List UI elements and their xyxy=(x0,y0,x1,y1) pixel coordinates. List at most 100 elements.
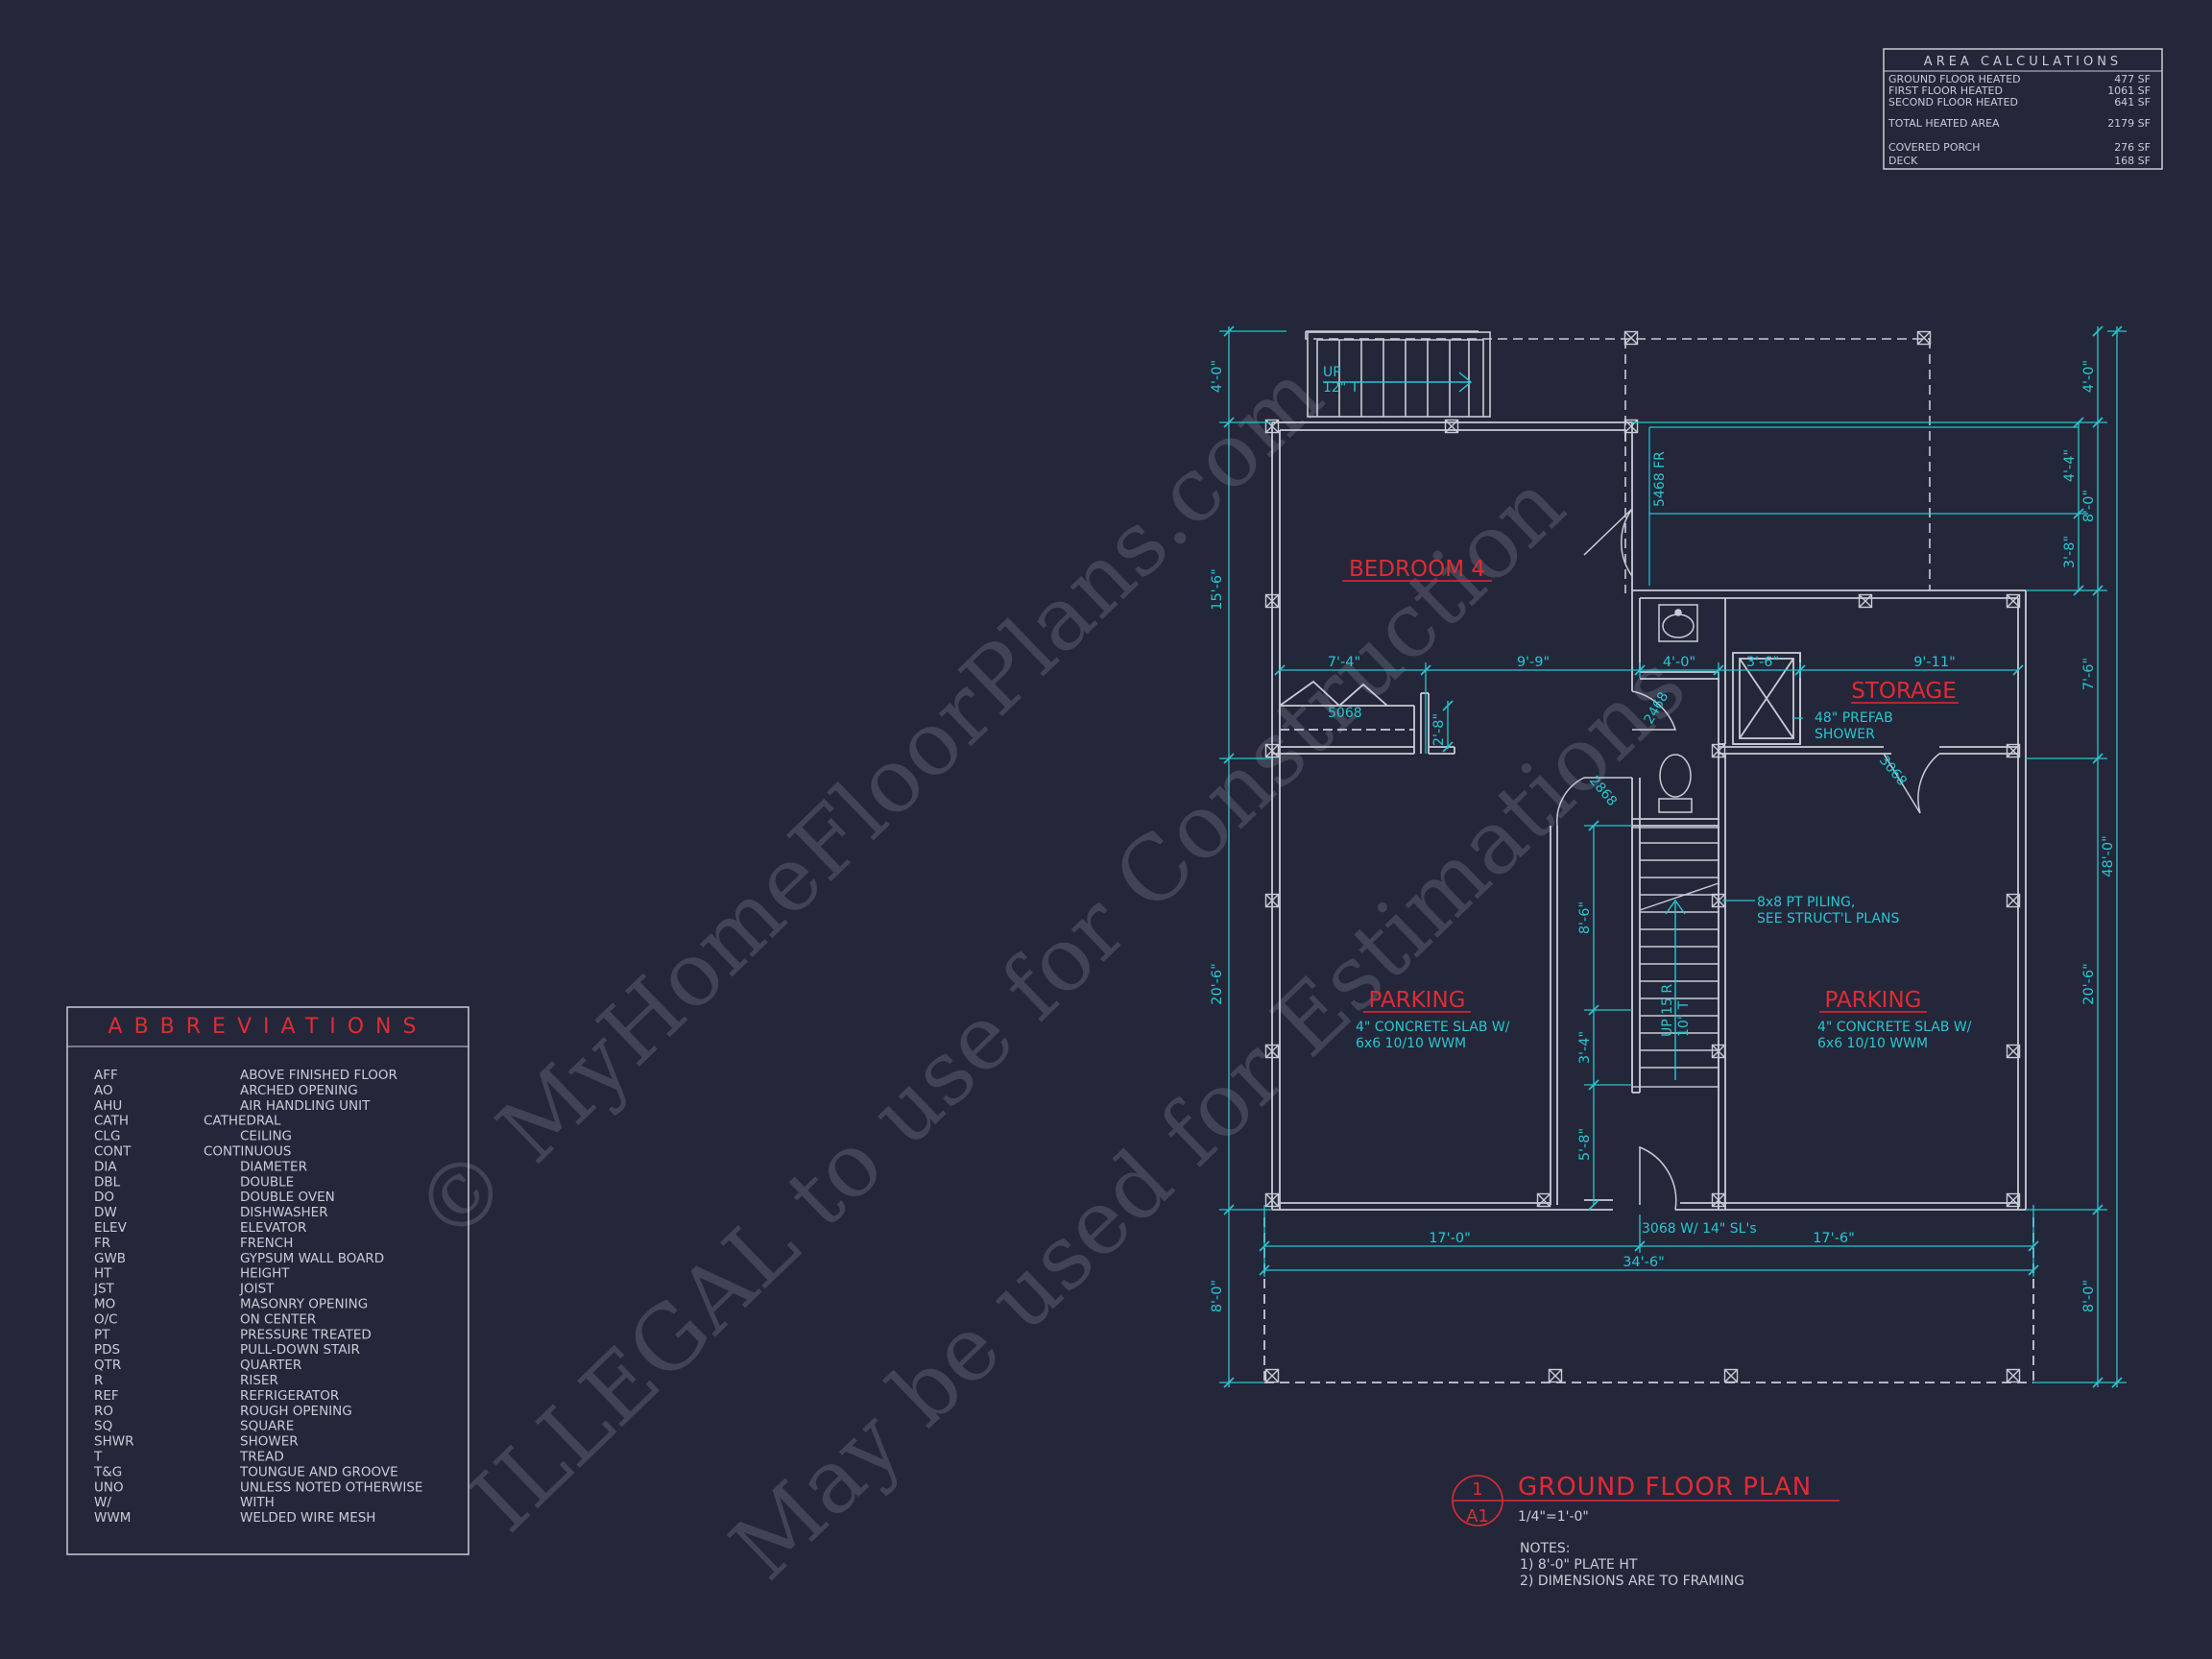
slab-note-left-1: 4" CONCRETE SLAB W/ xyxy=(1356,1020,1510,1035)
piling-marker xyxy=(1916,330,1932,346)
area-row-value: 2179 SF xyxy=(2107,117,2151,130)
plumbing-fixtures xyxy=(1658,604,1698,813)
abbreviation-meaning: QUARTER xyxy=(240,1358,301,1373)
piling-marker xyxy=(1711,1044,1726,1059)
dimension-tick xyxy=(1442,741,1454,753)
abbreviation-code: AHU xyxy=(94,1098,122,1114)
dimension-tick xyxy=(2092,1204,2104,1215)
watermark: © MyHomeFloorPlans.com ILLEGAL to use fo… xyxy=(395,343,1705,1599)
slab-note-left-2: 6x6 10/10 WWM xyxy=(1356,1036,1466,1051)
piling-marker xyxy=(1723,1368,1739,1383)
area-calc-title: AREA CALCULATIONS xyxy=(1924,55,2122,69)
area-row-value: 1061 SF xyxy=(2107,84,2151,97)
room-labels: BEDROOM 4 STORAGE PARKING PARKING xyxy=(1349,557,1957,1013)
shower-note-1: 48" PREFAB xyxy=(1815,710,1893,726)
dim-v-3-4: 3'-4" xyxy=(1577,1031,1593,1064)
abbreviation-code: REF xyxy=(94,1388,119,1404)
dimension-tick xyxy=(2073,585,2084,596)
center-stair xyxy=(1631,827,1719,1088)
abbreviation-meaning: REFRIGERATOR xyxy=(240,1388,339,1404)
piling-marker xyxy=(2006,1044,2021,1059)
dim-left-20-6: 20'-6" xyxy=(1210,963,1225,1005)
dimension-tick xyxy=(2012,664,2024,676)
abbreviation-code: PT xyxy=(94,1327,110,1342)
dimension-tick xyxy=(1223,1204,1235,1215)
dimension-labels: 4'-0" 15'-6" 20'-6" 8'-0" 4'-0" 8'-0" 7'… xyxy=(1210,360,2116,1312)
dimension-lines xyxy=(1219,326,2127,1387)
abbreviation-meaning: JOIST xyxy=(239,1282,275,1297)
abbreviation-code: DO xyxy=(94,1190,114,1205)
abbreviation-code: R xyxy=(94,1373,103,1388)
dimension-tick xyxy=(2028,1264,2039,1276)
drawing-title: GROUND FLOOR PLAN xyxy=(1518,1473,1812,1502)
piling-note-1: 8x8 PT PILING, xyxy=(1757,895,1855,910)
dimension-tick xyxy=(1588,1004,1599,1016)
dim-left-15-6: 15'-6" xyxy=(1210,568,1225,611)
piling-marker xyxy=(2006,893,2021,908)
abbreviation-meaning: TOUNGUE AND GROOVE xyxy=(239,1464,398,1479)
dim-b-34-6: 34'-6" xyxy=(1623,1255,1665,1270)
abbreviation-meaning: PULL-DOWN STAIR xyxy=(240,1342,360,1358)
center-stair-tread-label: 10" T xyxy=(1676,1000,1692,1037)
area-row-value: 477 SF xyxy=(2114,73,2151,85)
room-label-parking-left: PARKING xyxy=(1368,988,1465,1013)
piling-marker xyxy=(1264,1192,1280,1208)
area-row-label: COVERED PORCH xyxy=(1888,141,1981,154)
area-row-label: DECK xyxy=(1888,155,1918,167)
abbreviation-meaning: SQUARE xyxy=(240,1419,294,1434)
dim-right-7-6: 7'-6" xyxy=(2081,658,2097,690)
drawing-number: 1 xyxy=(1472,1479,1482,1500)
dimension-tick xyxy=(1259,1264,1270,1276)
shower-note-2: SHOWER xyxy=(1815,727,1875,742)
dimension-tick xyxy=(2092,585,2104,596)
room-label-parking-right: PARKING xyxy=(1824,988,1921,1013)
note-1: 1) 8'-0" PLATE HT xyxy=(1520,1557,1638,1573)
dimension-tick xyxy=(1223,1377,1235,1388)
dim-v-2-8: 2'-8" xyxy=(1431,713,1447,746)
dimension-tick xyxy=(1274,664,1286,676)
piling-marker xyxy=(1711,1192,1726,1208)
dimension-tick xyxy=(1420,664,1431,676)
dimension-tick xyxy=(2092,1377,2104,1388)
dim-h-9-9: 9'-9" xyxy=(1517,655,1550,670)
area-row-label: SECOND FLOOR HEATED xyxy=(1888,96,2018,108)
dimension-tick xyxy=(1588,1079,1599,1091)
abbreviation-code: T xyxy=(93,1450,103,1465)
dimension-tick xyxy=(1223,417,1235,428)
abbreviation-meaning: CEILING xyxy=(240,1129,292,1144)
piling-marker xyxy=(2006,1192,2021,1208)
dim-porch-3-8: 3'-8" xyxy=(2062,536,2078,568)
slab-note-right-2: 6x6 10/10 WWM xyxy=(1817,1036,1928,1051)
abbreviation-meaning: CATHEDRAL xyxy=(204,1114,281,1129)
area-row-value: 168 SF xyxy=(2114,155,2151,167)
abbreviations-title: ABBREVIATIONS xyxy=(108,1015,428,1039)
abbreviation-code: AFF xyxy=(94,1068,118,1083)
top-stair-tread-label: 12" T xyxy=(1323,380,1359,396)
note-2: 2) DIMENSIONS ARE TO FRAMING xyxy=(1520,1574,1744,1589)
abbreviation-code: UNO xyxy=(94,1479,124,1495)
abbreviation-code: DW xyxy=(94,1205,117,1220)
abbreviation-meaning: DISHWASHER xyxy=(240,1205,328,1220)
dimension-tick xyxy=(1634,1240,1646,1252)
abbreviation-meaning: MASONRY OPENING xyxy=(240,1297,368,1312)
piling-marker xyxy=(1711,743,1726,758)
abbreviation-code: SHWR xyxy=(94,1434,133,1450)
abbreviation-code: FR xyxy=(94,1236,110,1251)
abbreviation-meaning: ABOVE FINISHED FLOOR xyxy=(240,1068,397,1083)
dim-h-7-4: 7'-4" xyxy=(1328,655,1360,670)
piling-marker xyxy=(2006,1368,2021,1383)
dim-h-9-11: 9'-11" xyxy=(1913,655,1956,670)
notes-heading: NOTES: xyxy=(1520,1541,1571,1556)
dimension-tick xyxy=(2111,325,2123,337)
top-stair xyxy=(1307,331,1491,418)
dimension-tick xyxy=(1223,753,1235,764)
abbreviation-meaning: ON CENTER xyxy=(240,1311,316,1327)
abbreviation-code: QTR xyxy=(94,1358,121,1373)
abbreviation-meaning: DOUBLE xyxy=(240,1174,294,1190)
room-label-bedroom: BEDROOM 4 xyxy=(1349,557,1485,582)
abbreviation-meaning: DIAMETER xyxy=(240,1159,307,1174)
sheet-number: A1 xyxy=(1466,1506,1489,1527)
abbreviation-meaning: GYPSUM WALL BOARD xyxy=(240,1251,384,1266)
